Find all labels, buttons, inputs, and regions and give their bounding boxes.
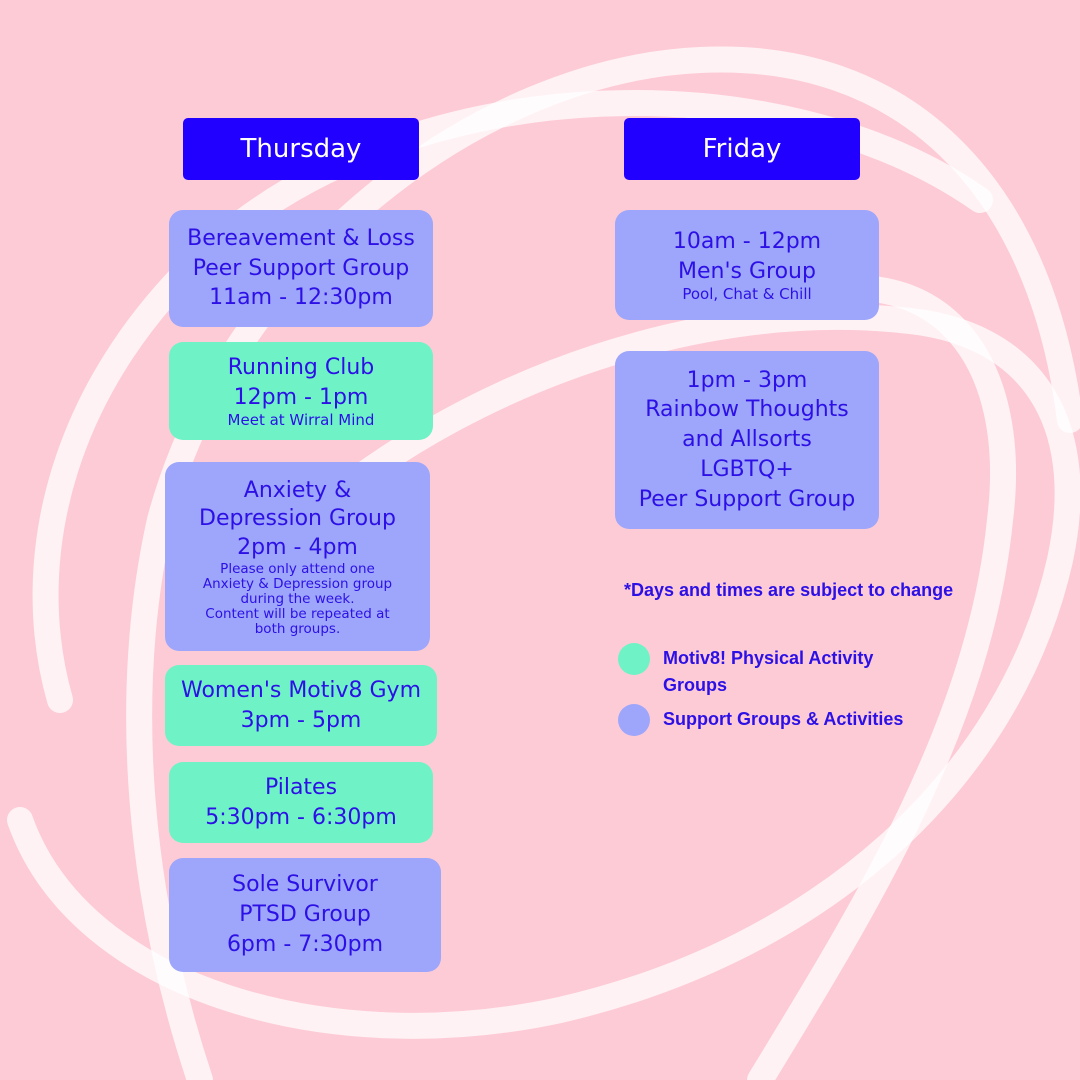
- card-line: Women's Motiv8 Gym: [180, 677, 422, 703]
- card-line: Peer Support Group: [192, 255, 410, 281]
- thursday-header: Thursday: [183, 118, 419, 180]
- card-line: 1pm - 3pm: [686, 367, 808, 393]
- card-note: Please only attend one: [220, 561, 375, 578]
- pilates-card: Pilates 5:30pm - 6:30pm: [169, 762, 433, 843]
- card-line: and Allsorts: [682, 427, 812, 453]
- card-line: 12pm - 1pm: [233, 384, 369, 410]
- schedule-disclaimer: *Days and times are subject to change: [624, 580, 954, 600]
- card-line: LGBTQ+: [700, 456, 794, 482]
- card-line: Men's Group: [678, 258, 816, 284]
- card-note: Anxiety & Depression group: [202, 576, 393, 593]
- card-line: 5:30pm - 6:30pm: [205, 804, 397, 830]
- card-line: Rainbow Thoughts: [645, 397, 849, 423]
- legend-line: Motiv8! Physical Activity: [663, 648, 874, 668]
- card-line: 6pm - 7:30pm: [226, 931, 384, 957]
- card-line: Peer Support Group: [638, 486, 856, 512]
- card-note: during the week.: [240, 590, 355, 607]
- legend-line: Support Groups & Activities: [663, 709, 904, 729]
- rainbow-thoughts-card: 1pm - 3pm Rainbow Thoughts and Allsorts …: [615, 351, 879, 529]
- card-line: 10am - 12pm: [672, 229, 822, 255]
- friday-header: Friday: [624, 118, 860, 180]
- ptsd-card: Sole Survivor PTSD Group 6pm - 7:30pm: [169, 858, 441, 972]
- bereavement-card: Bereavement & Loss Peer Support Group 11…: [169, 210, 433, 327]
- card-line: PTSD Group: [239, 902, 371, 928]
- card-note: Content will be repeated at: [205, 605, 390, 622]
- running-club-card: Running Club 12pm - 1pm Meet at Wirral M…: [169, 342, 433, 440]
- card-line: 3pm - 5pm: [240, 707, 362, 733]
- anxiety-depression-card: Anxiety & Depression Group 2pm - 4pm Ple…: [165, 462, 430, 651]
- card-note: both groups.: [254, 620, 341, 637]
- card-line: Sole Survivor: [232, 872, 378, 898]
- card-line: Anxiety &: [243, 477, 352, 503]
- card-line: Running Club: [227, 355, 375, 381]
- card-note: Meet at Wirral Mind: [227, 411, 375, 430]
- card-note: Pool, Chat & Chill: [682, 285, 812, 304]
- card-line: Depression Group: [199, 506, 396, 532]
- legend-support-label: Support Groups & Activities: [663, 706, 903, 733]
- card-line: 2pm - 4pm: [237, 534, 358, 560]
- card-line: Bereavement & Loss: [187, 225, 415, 251]
- womens-gym-card: Women's Motiv8 Gym 3pm - 5pm: [165, 665, 437, 746]
- legend-physical-dot: [618, 643, 650, 675]
- mens-group-card: 10am - 12pm Men's Group Pool, Chat & Chi…: [615, 210, 879, 320]
- legend-physical-label: Motiv8! Physical Activity Groups: [663, 645, 873, 699]
- card-line: 11am - 12:30pm: [209, 285, 393, 311]
- legend-support-dot: [618, 704, 650, 736]
- legend-line: Groups: [663, 675, 728, 695]
- card-line: Pilates: [264, 774, 338, 800]
